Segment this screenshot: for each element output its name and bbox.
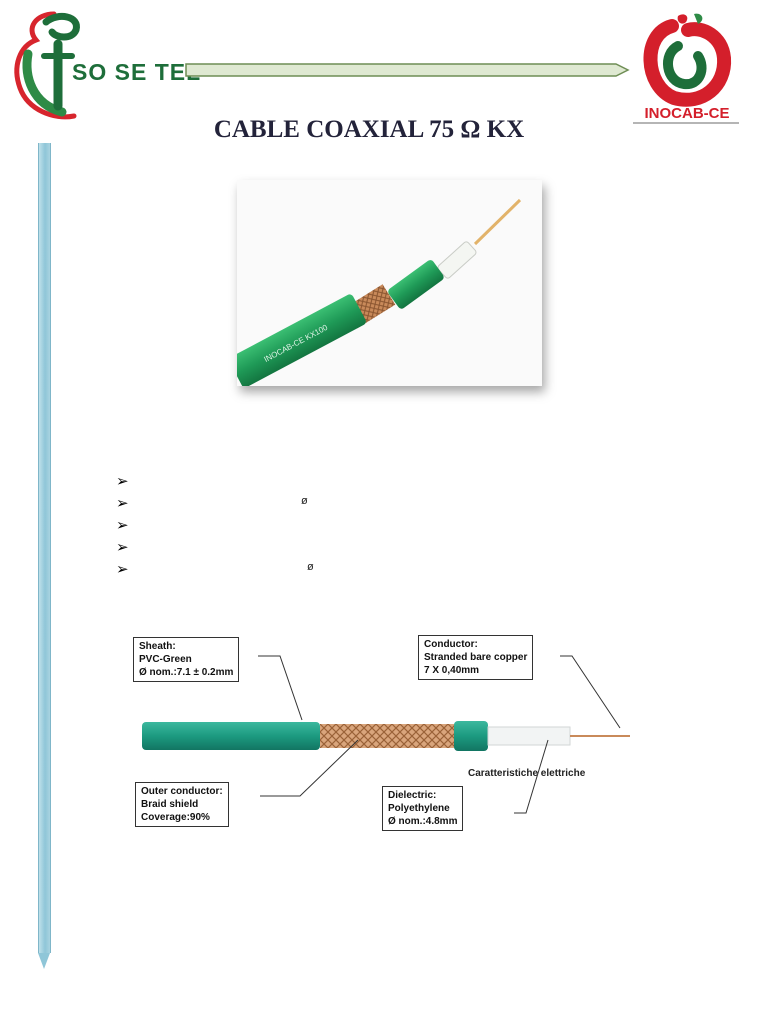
- cable-structure-diagram: [142, 655, 630, 814]
- arrow-bullet-icon: ➢: [116, 539, 129, 556]
- list-item: ➢: [116, 514, 416, 536]
- conductor-callout: Conductor: Stranded bare copper 7 X 0,40…: [418, 635, 534, 680]
- callout-title: Outer conductor:: [141, 786, 223, 797]
- callout-title: Dielectric:: [388, 790, 437, 801]
- conductor-wire: [473, 198, 522, 246]
- callout-title: Conductor:: [424, 639, 478, 650]
- inocab-logo: [643, 13, 732, 107]
- diagram-ring: [454, 721, 488, 751]
- arrow-bullet-icon: ➢: [116, 561, 129, 578]
- callout-line: Stranded bare copper: [424, 652, 528, 663]
- left-bar-tip: [38, 953, 50, 969]
- diameter-symbol: ø: [301, 495, 308, 507]
- list-item: ➢: [116, 536, 416, 558]
- arrow-bullet-icon: ➢: [116, 495, 129, 512]
- outer-conductor-callout: Outer conductor: Braid shield Coverage:9…: [135, 782, 229, 827]
- callout-line: 7 X 0,40mm: [424, 665, 480, 676]
- callout-line: Ø nom.:7.1 ± 0.2mm: [139, 667, 234, 678]
- arrow-bullet-icon: ➢: [116, 473, 129, 490]
- list-item: ➢: [116, 470, 416, 492]
- sosetel-logo: [14, 11, 80, 120]
- page-title: CABLE COAXIAL 75 Ω KX: [213, 116, 525, 143]
- coaxial-cable-illustration: INOCAB-CE KX100: [237, 198, 522, 386]
- list-item: ➢ ø: [116, 492, 416, 514]
- diagram-sheath: [142, 722, 320, 750]
- list-item: ➢ ø: [116, 558, 416, 580]
- sheath-callout: Sheath: PVC-Green Ø nom.:7.1 ± 0.2mm: [133, 637, 240, 682]
- callout-line: PVC-Green: [139, 654, 192, 665]
- callout-line: Ø nom.:4.8mm: [388, 816, 458, 827]
- callout-line: Coverage:90%: [141, 812, 210, 823]
- diameter-symbol: ø: [307, 561, 314, 573]
- spec-bullet-list: ➢ ➢ ø ➢ ➢ ➢ ø: [116, 470, 416, 580]
- left-decorative-bar: [38, 143, 51, 953]
- callout-line: Polyethylene: [388, 803, 450, 814]
- dielectric-callout: Dielectric: Polyethylene Ø nom.:4.8mm: [382, 786, 464, 831]
- sosetel-logo-text: SO SE TEL: [72, 59, 202, 85]
- cable-product-photo: INOCAB-CE KX100: [237, 180, 542, 386]
- diagram-dielectric: [487, 726, 571, 746]
- diagram-caption: Caratteristiche elettriche: [468, 768, 586, 779]
- callout-line: Braid shield: [141, 799, 199, 810]
- inocab-logo-underline: [633, 122, 739, 124]
- inocab-logo-text: INOCAB-CE: [644, 105, 730, 122]
- header-arrow-divider: [185, 63, 630, 77]
- diagram-braid: [320, 724, 456, 748]
- arrow-bullet-icon: ➢: [116, 517, 129, 534]
- callout-title: Sheath:: [139, 641, 176, 652]
